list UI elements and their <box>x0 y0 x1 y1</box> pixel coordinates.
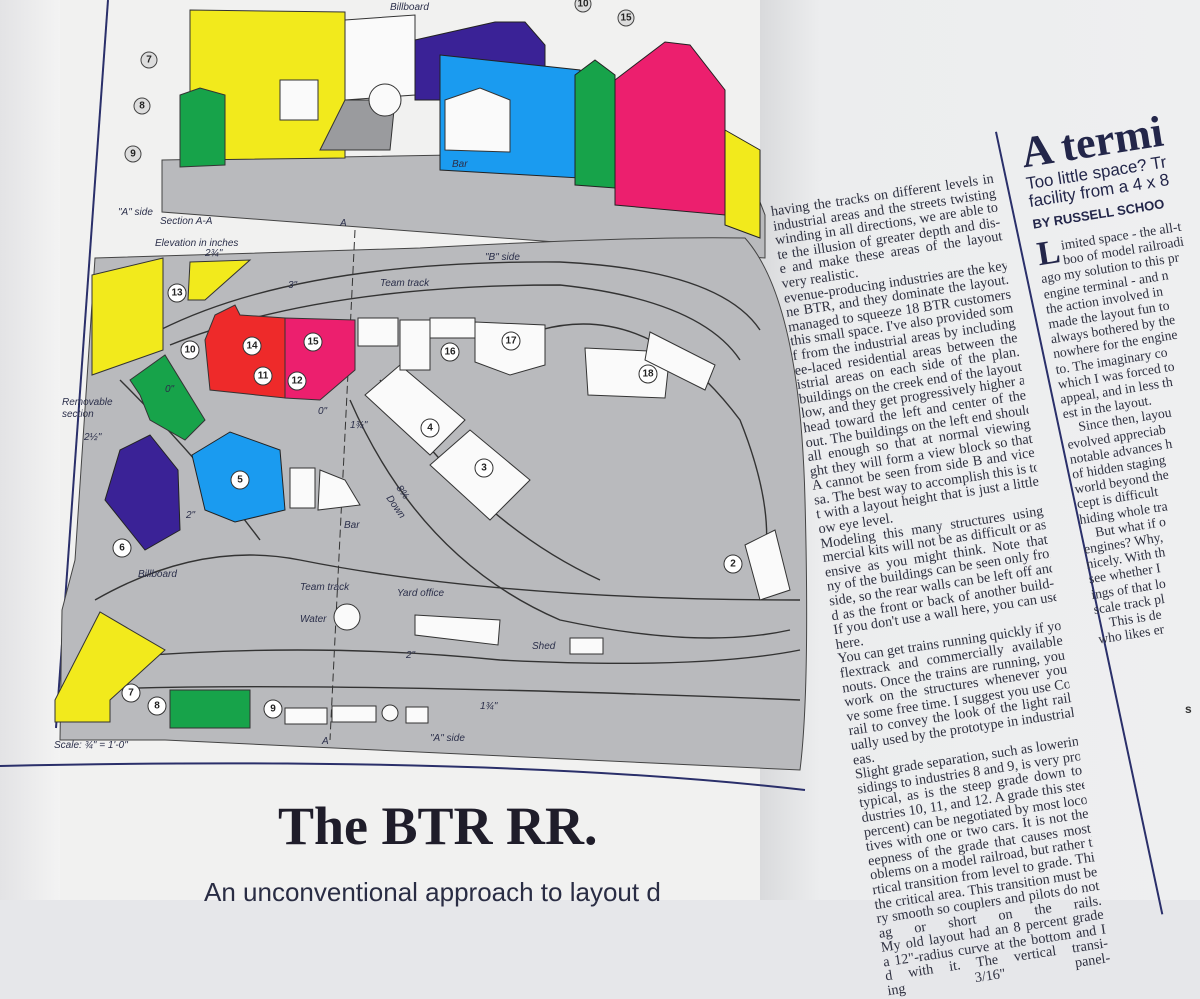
svg-text:16: 16 <box>444 347 456 358</box>
green-house <box>179 87 226 168</box>
white-structures <box>284 317 791 725</box>
label-bar: Bar <box>344 520 360 531</box>
label-bar-elev: Bar <box>452 159 468 170</box>
svg-text:12: 12 <box>291 376 303 387</box>
drop-cap: L <box>1034 233 1063 274</box>
label-section: section <box>62 409 94 420</box>
bar-building <box>444 87 511 153</box>
svg-text:6: 6 <box>119 543 125 554</box>
svg-text:15: 15 <box>307 337 319 348</box>
svg-text:5: 5 <box>237 475 243 486</box>
label-a-top: A <box>339 218 347 229</box>
title-rule <box>0 762 806 791</box>
label-a-side-elev: "A" side <box>118 207 153 218</box>
label-section: Section A-A <box>160 216 213 227</box>
green-tall-building <box>574 59 616 189</box>
label-shed: Shed <box>532 641 556 652</box>
label-billboard: Billboard <box>138 569 177 580</box>
svg-text:3: 3 <box>481 463 487 474</box>
label-elev-1-3-4b: 1¾" <box>480 701 498 712</box>
label-yard-office: Yard office <box>397 588 444 599</box>
label-removable: Removable <box>62 397 113 408</box>
yellow-industry-13a <box>91 257 164 376</box>
label-team-track-bottom: Team track <box>300 582 350 593</box>
svg-text:10: 10 <box>184 345 196 356</box>
svg-text:18: 18 <box>642 369 654 380</box>
edge-text-fragment: s <box>1185 702 1192 716</box>
svg-text:4: 4 <box>427 423 433 434</box>
label-elev-2a: 2" <box>185 510 196 521</box>
green-industry-8 <box>169 689 251 729</box>
svg-text:7: 7 <box>128 688 134 699</box>
tree <box>368 83 402 117</box>
svg-text:17: 17 <box>505 336 517 347</box>
label-elev-2-1-2: 2½" <box>83 432 102 443</box>
plan-view: Elevation in inches 2¾" "B" side A Team … <box>54 218 808 771</box>
svg-text:7: 7 <box>146 55 152 66</box>
label-a-bottom: A <box>321 736 329 747</box>
label-elev-2-3-4: 2¾" <box>204 248 223 259</box>
label-elev-0a: 0" <box>165 384 175 395</box>
svg-text:13: 13 <box>171 288 183 299</box>
yellow-industry-7 <box>54 611 166 723</box>
water-tower <box>279 79 319 121</box>
pink-building <box>614 41 726 216</box>
label-b-side: "B" side <box>485 252 520 263</box>
label-scale: Scale: ¾" = 1'-0" <box>54 740 128 751</box>
label-elevation: Elevation in inches <box>155 238 238 249</box>
svg-text:9: 9 <box>270 704 276 715</box>
article-subtitle: An unconventional approach to layout d <box>204 877 661 907</box>
label-elev-3: 3" <box>288 280 298 291</box>
purple-industry <box>104 434 181 551</box>
label-elev-0b: 0" <box>318 406 328 417</box>
svg-text:11: 11 <box>258 371 269 382</box>
label-billboard-elev: Billboard <box>390 2 429 13</box>
svg-text:14: 14 <box>246 341 258 352</box>
label-team-track-top: Team track <box>380 278 430 289</box>
svg-text:9: 9 <box>130 149 136 160</box>
svg-text:2: 2 <box>730 559 736 570</box>
track-plan-diagram: Billboard Bar "A" side Section A-A 7 8 9… <box>0 0 808 791</box>
label-elev-1-3-4a: 1¾" <box>350 420 368 431</box>
elevation-numbers: 7 8 9 10 15 <box>124 0 635 163</box>
svg-text:8: 8 <box>139 101 145 112</box>
article-title: The BTR RR. <box>278 796 598 856</box>
label-elev-2b: 2" <box>405 650 416 661</box>
label-a-side: "A" side <box>430 733 465 744</box>
yellow-right-building <box>724 129 761 239</box>
svg-text:8: 8 <box>154 701 160 712</box>
yellow-industry-13b <box>187 259 252 301</box>
plan-numbers: 13 10 14 15 11 12 5 6 16 17 4 3 18 2 7 8… <box>112 283 743 719</box>
svg-text:15: 15 <box>620 13 632 24</box>
elevation-section: Billboard Bar "A" side Section A-A 7 8 9… <box>118 0 766 259</box>
svg-text:10: 10 <box>577 0 589 10</box>
label-water: Water <box>300 614 327 625</box>
page-edge <box>0 0 60 900</box>
green-industry <box>129 354 206 441</box>
